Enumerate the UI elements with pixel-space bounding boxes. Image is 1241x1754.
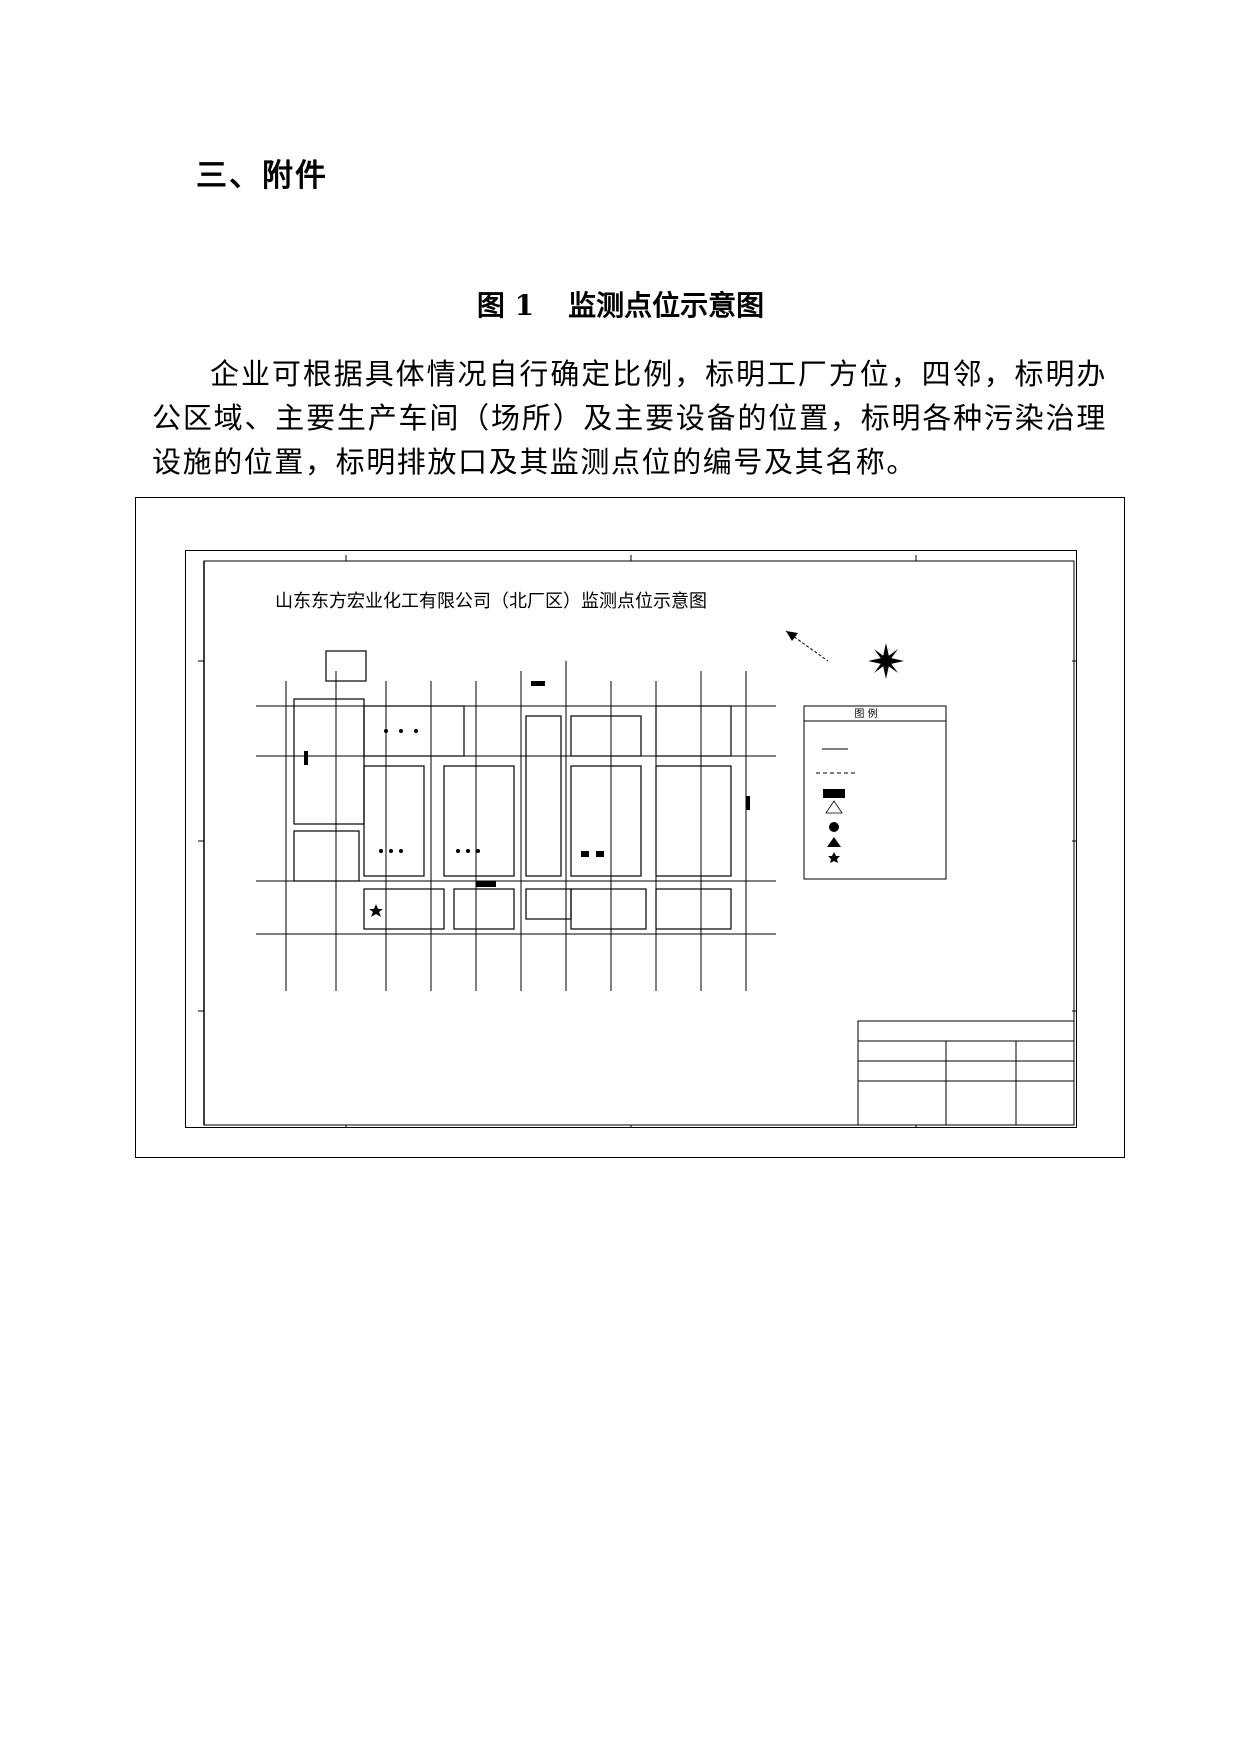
intro-paragraph: 企业可根据具体情况自行确定比例，标明工厂方位，四邻，标明办公区域、主要生产车间（…: [152, 357, 1107, 479]
figure-title: 监测点位示意图: [568, 289, 765, 322]
filled-circle-icon: [829, 822, 839, 832]
site-grid: [256, 661, 776, 991]
section-heading: 三、附件: [196, 158, 328, 194]
site-plan-svg: 山东东方宏业化工有限公司（北厂区）监测点位示意图: [198, 555, 1076, 1127]
hollow-triangle-icon: [825, 800, 843, 814]
legend: 图 例: [803, 705, 947, 880]
border-ticks: [198, 555, 1076, 1127]
equipment-details: [304, 681, 750, 887]
title-block: [857, 1020, 1075, 1126]
star-icon: [369, 904, 383, 917]
site-plan-drawing: 山东东方宏业化工有限公司（北厂区）监测点位示意图: [185, 550, 1077, 1128]
north-arrow-icon: [785, 630, 829, 662]
drawing-inner-border: [203, 560, 1075, 1126]
filled-triangle-icon: [827, 837, 841, 847]
compass-rose-icon: [868, 643, 904, 679]
figure-frame: [135, 497, 1125, 1158]
filled-rectangle-icon: [823, 789, 845, 798]
figure-number: 图 1: [476, 289, 535, 322]
legend-title: 图 例: [854, 707, 877, 720]
drawing-title: 山东东方宏业化工有限公司（北厂区）监测点位示意图: [275, 591, 707, 612]
axis-stubs: [285, 963, 747, 981]
site-buildings: [293, 650, 732, 930]
star-icon: [828, 852, 840, 863]
figure-caption: 图 1 监测点位示意图: [0, 284, 1241, 324]
